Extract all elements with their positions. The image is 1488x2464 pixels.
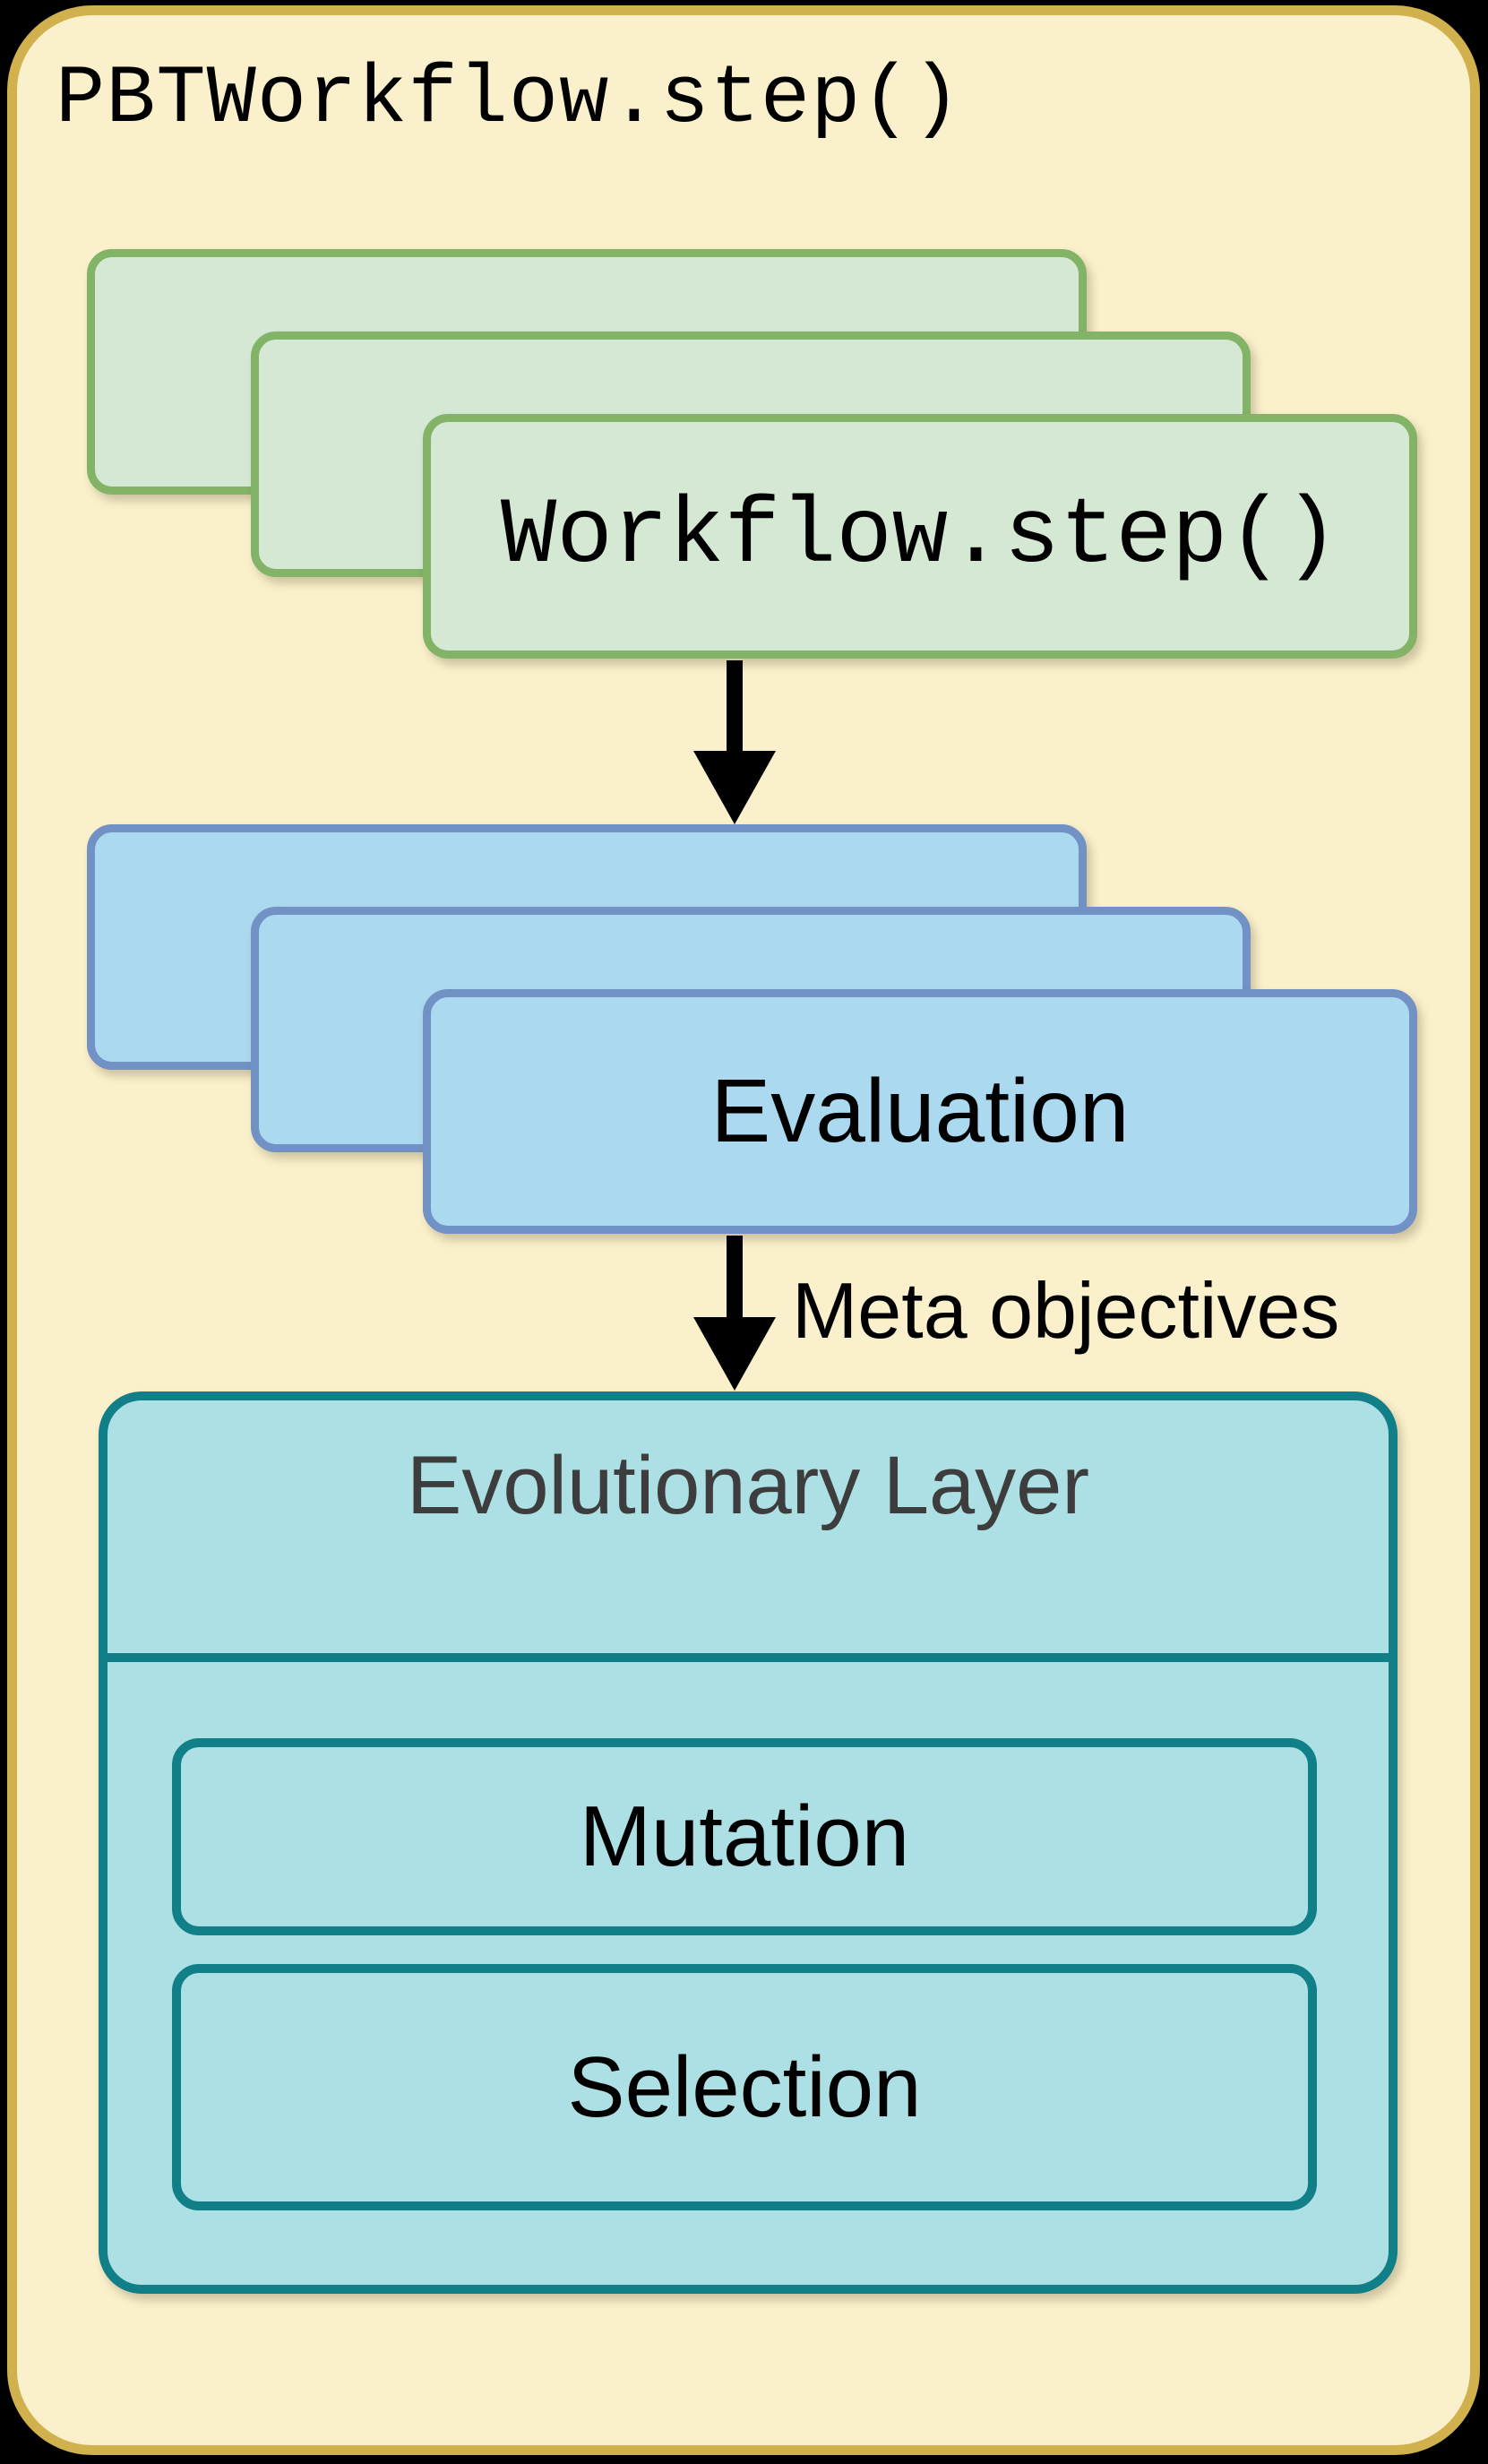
down-arrow-icon [727,1236,743,1322]
evaluation-stack-card-front: Evaluation [423,989,1417,1234]
workflow-step-label: Workflow.step() [500,483,1340,590]
evaluation-label: Evaluation [710,1061,1130,1161]
mutation-box: Mutation [172,1738,1317,1935]
evolutionary-layer-title: Evolutionary Layer [407,1440,1089,1531]
meta-objectives-arrow-label: Meta objectives [792,1266,1340,1355]
down-arrow-icon [727,660,743,755]
workflow-stack-card-front: Workflow.step() [423,414,1417,659]
evolutionary-layer-divider [103,1653,1393,1662]
down-arrow-icon [693,751,776,824]
down-arrow-icon [693,1317,776,1391]
selection-box: Selection [172,1964,1317,2210]
pbt-workflow-title: PBTWorkflow.step() [56,52,962,146]
selection-label: Selection [567,2038,922,2135]
mutation-label: Mutation [579,1788,910,1884]
